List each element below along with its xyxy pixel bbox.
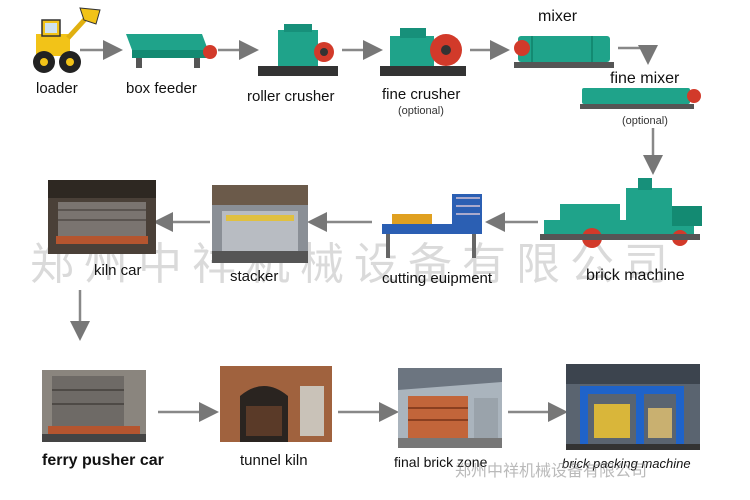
label-final-brick-zone: final brick zone bbox=[394, 454, 488, 470]
label-loader: loader bbox=[36, 80, 78, 97]
arrow-mixer-to-fine-mixer bbox=[618, 45, 658, 65]
label-stacker: stacker bbox=[230, 268, 279, 285]
label-brick-machine: brick machine bbox=[586, 267, 685, 284]
fine-crusher-image bbox=[380, 26, 470, 82]
brick-packing-machine-image bbox=[566, 364, 700, 450]
fine-mixer-image bbox=[578, 84, 704, 112]
watermark-small: 郑州中祥机械设备有限公司 bbox=[455, 461, 648, 480]
final-brick-zone-image bbox=[398, 368, 502, 448]
label-brick-packing-machine: brick packing machine bbox=[562, 456, 691, 471]
note-fine-crusher-optional: (optional) bbox=[398, 105, 444, 117]
brick-machine-image bbox=[540, 176, 706, 260]
label-mixer: mixer bbox=[538, 8, 578, 25]
label-kiln-car: kiln car bbox=[94, 262, 142, 279]
box-feeder-image bbox=[122, 26, 218, 70]
tunnel-kiln-image bbox=[220, 366, 332, 442]
roller-crusher-image bbox=[256, 24, 342, 82]
label-box-feeder: box feeder bbox=[126, 80, 197, 97]
label-fine-mixer: fine mixer bbox=[610, 70, 680, 87]
label-roller-crusher: roller crusher bbox=[247, 88, 335, 105]
cutting-equipment-image bbox=[372, 190, 490, 262]
label-ferry-pusher-car: ferry pusher car bbox=[42, 452, 164, 469]
label-cutting-equipment: cutting euipment bbox=[382, 270, 493, 287]
loader-image bbox=[28, 4, 102, 76]
label-fine-crusher: fine crusher bbox=[382, 86, 461, 103]
ferry-pusher-car-image bbox=[42, 370, 146, 442]
note-fine-mixer-optional: (optional) bbox=[622, 115, 668, 127]
stacker-image bbox=[212, 185, 308, 263]
kiln-car-image bbox=[48, 180, 156, 254]
mixer-image bbox=[512, 28, 616, 74]
label-tunnel-kiln: tunnel kiln bbox=[240, 452, 308, 469]
